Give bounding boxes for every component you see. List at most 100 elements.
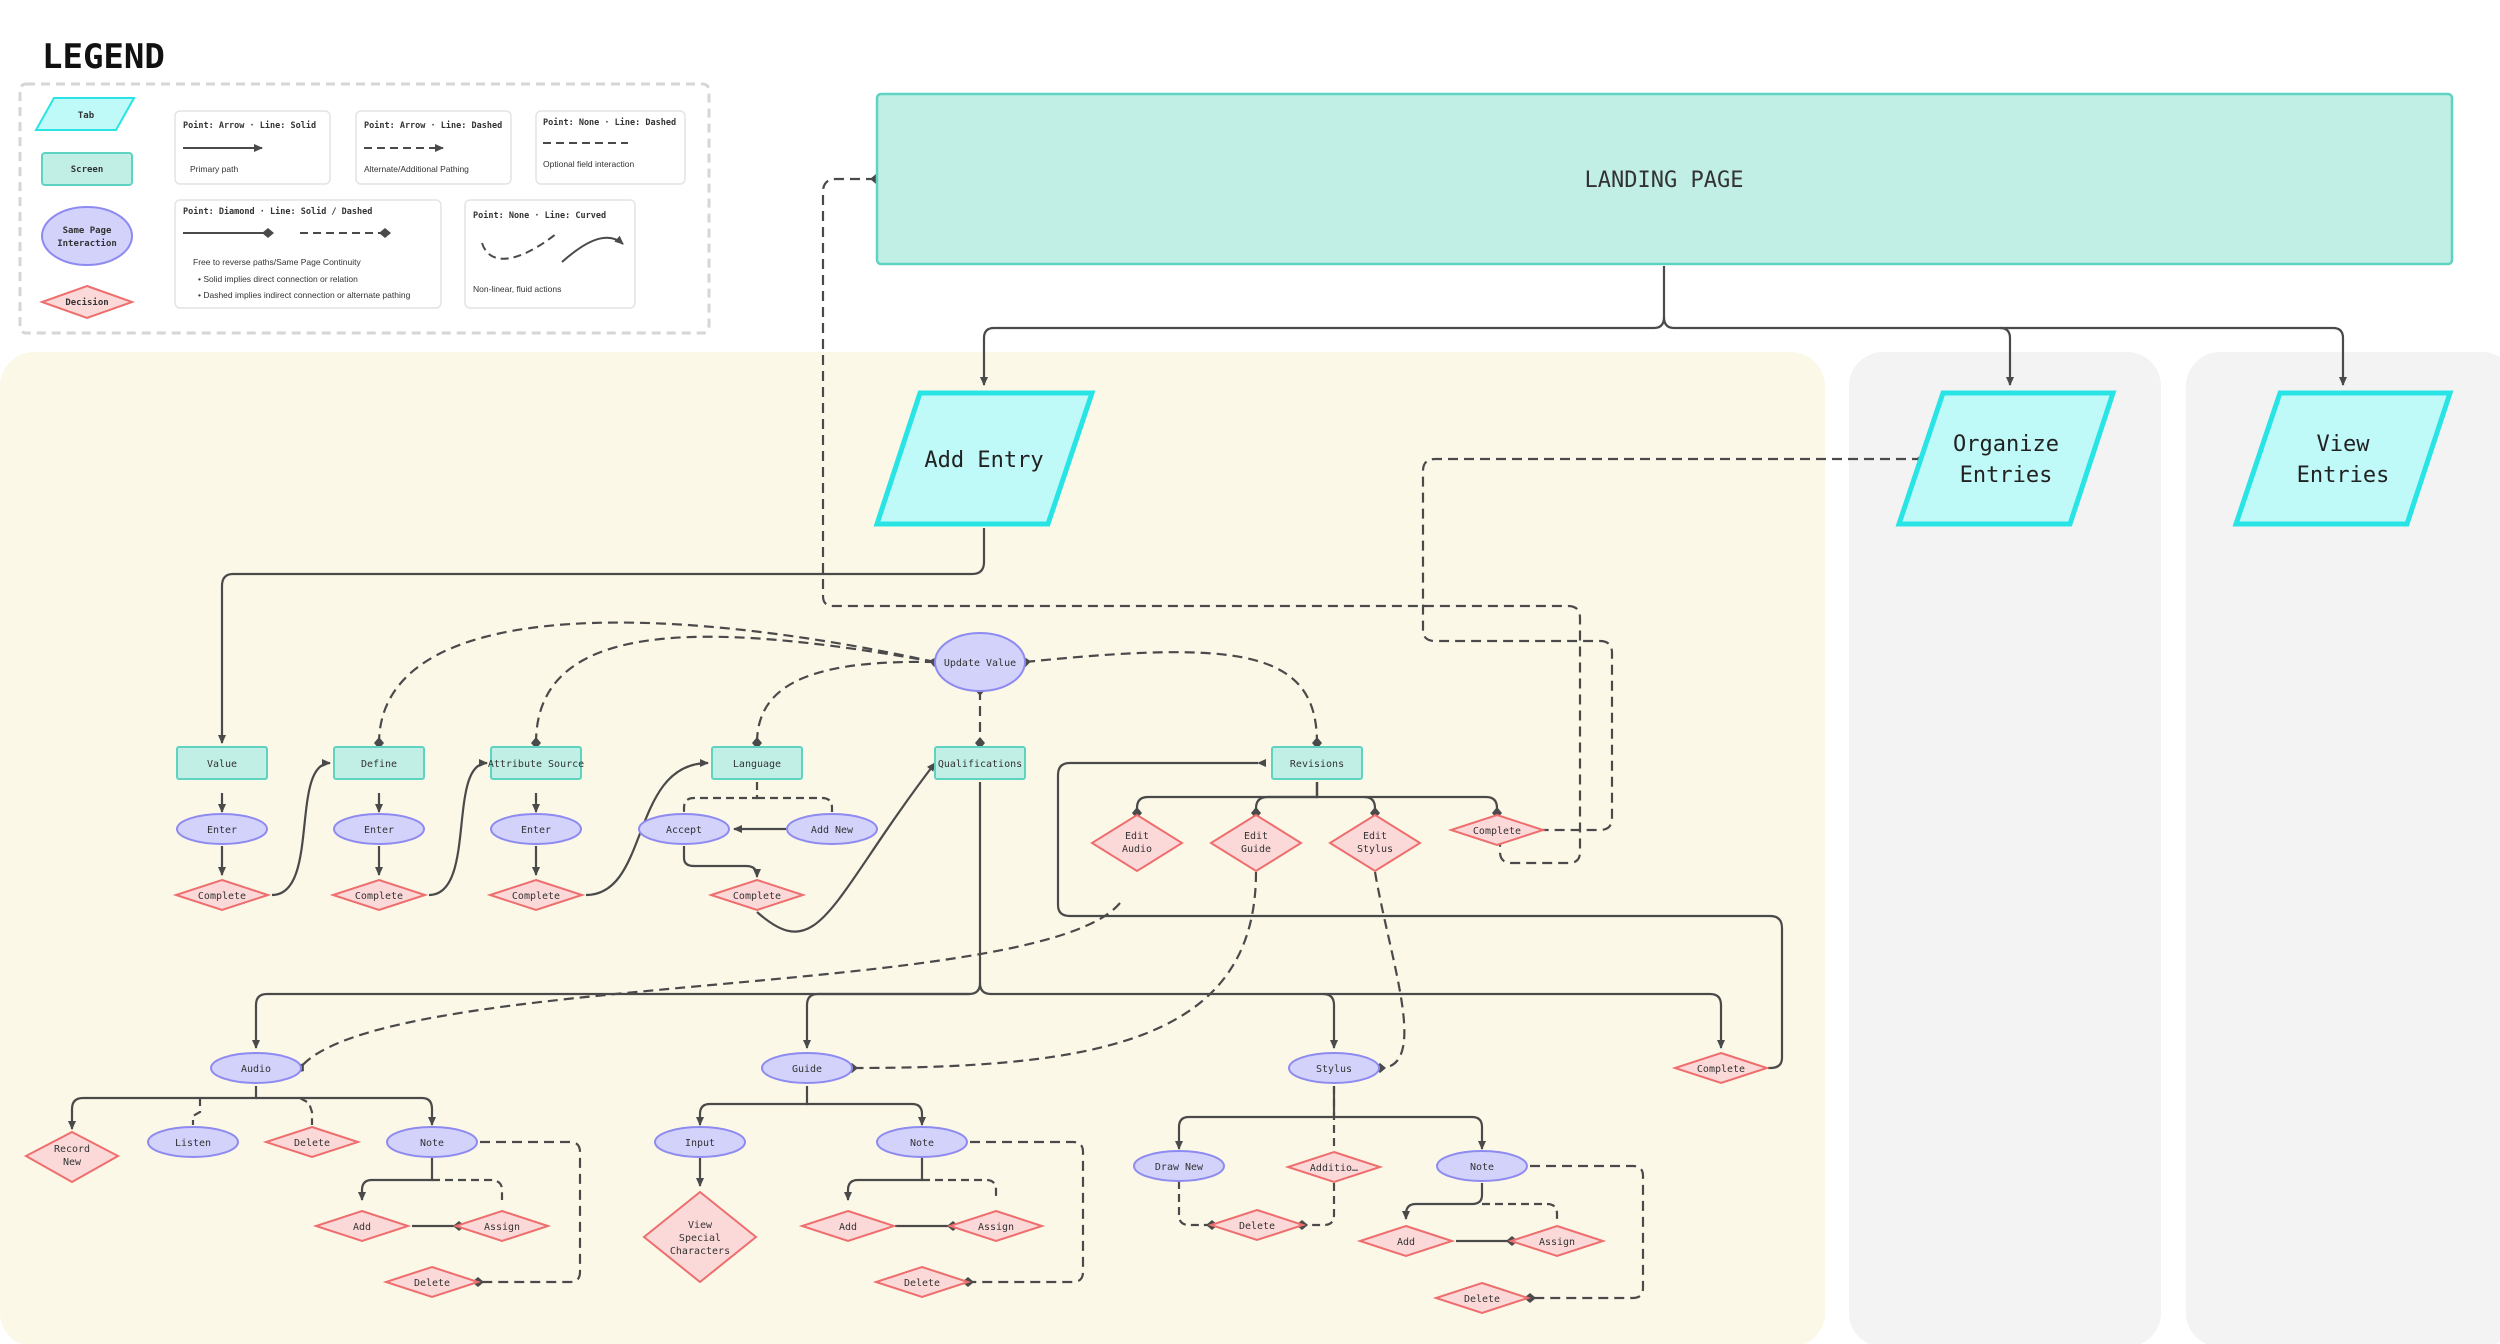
edge-editguide-guide [846, 871, 1258, 1073]
interaction-stylus[interactable]: Stylus [1288, 1052, 1380, 1084]
legend-interaction-label-1: Same Page [63, 226, 112, 236]
screen-define-label: Define [361, 759, 397, 770]
svg-text:Delete: Delete [904, 1278, 940, 1289]
decision-complete-attribute[interactable]: Complete [486, 878, 586, 912]
interaction-note-stylus[interactable]: Note [1436, 1150, 1528, 1182]
interaction-enter-value[interactable]: Enter [176, 813, 268, 845]
landing-page-label: LANDING PAGE [1585, 168, 1744, 193]
interaction-listen[interactable]: Listen [147, 1126, 239, 1158]
edge-note-delete-guide [962, 1140, 1085, 1287]
decision-edit-stylus[interactable]: Edit Stylus [1328, 813, 1422, 873]
svg-text:Add: Add [1397, 1237, 1415, 1248]
screen-value-label: Value [207, 759, 237, 770]
edge-revisions-split [1132, 782, 1319, 819]
svg-text:Non-linear, fluid actions: Non-linear, fluid actions [473, 284, 561, 294]
svg-text:Complete: Complete [355, 891, 403, 902]
svg-text:Audio: Audio [241, 1064, 271, 1075]
svg-text:Delete: Delete [1239, 1221, 1275, 1232]
decision-additional-stylus[interactable]: Additio… [1284, 1150, 1384, 1184]
svg-text:Stylus: Stylus [1357, 844, 1393, 855]
svg-text:Point: Arrow · Line: Solid: Point: Arrow · Line: Solid [183, 120, 316, 131]
svg-text:Note: Note [1470, 1162, 1494, 1173]
interaction-update-value[interactable]: Update Value [934, 632, 1026, 692]
decision-assign-audio[interactable]: Assign [452, 1209, 552, 1243]
decision-complete-qualifications[interactable]: Complete [1671, 1051, 1771, 1085]
edge-update-attr [531, 635, 936, 749]
decision-add-stylus[interactable]: Add [1356, 1224, 1456, 1258]
svg-text:Primary path: Primary path [190, 164, 238, 174]
edge-complete-attrsource [428, 759, 488, 897]
decision-complete-value[interactable]: Complete [172, 878, 272, 912]
decision-edit-audio[interactable]: Edit Audio [1090, 813, 1184, 873]
svg-text:Special: Special [679, 1233, 721, 1244]
svg-text:Edit: Edit [1125, 831, 1149, 842]
decision-delete-note-stylus[interactable]: Delete [1432, 1281, 1532, 1315]
tab-view-entries[interactable]: View Entries [2232, 390, 2454, 527]
interaction-audio[interactable]: Audio [210, 1052, 302, 1084]
edge-update-define [374, 621, 941, 749]
decision-delete-stylus[interactable]: Delete [1207, 1208, 1307, 1242]
svg-text:• Dashed implies indirect conn: • Dashed implies indirect connection or … [198, 290, 411, 300]
edge-language-split [682, 782, 759, 812]
decision-record-new[interactable]: Record New [23, 1130, 121, 1184]
interaction-note-audio[interactable]: Note [386, 1126, 478, 1158]
svg-text:Add New: Add New [811, 825, 854, 836]
edge-loop-to-revisions [1056, 759, 1784, 1070]
svg-text:Record: Record [54, 1144, 90, 1155]
svg-text:Edit: Edit [1363, 831, 1387, 842]
screen-revisions-label: Revisions [1290, 759, 1344, 770]
legend-decision-sample: Decision [39, 284, 135, 320]
decision-delete-note-audio[interactable]: Delete [382, 1265, 482, 1299]
decision-delete-note-guide[interactable]: Delete [872, 1265, 972, 1299]
screen-language-label: Language [733, 759, 781, 770]
tab-organize-label-1: Organize [1953, 432, 2059, 457]
interaction-add-new[interactable]: Add New [786, 813, 878, 845]
interaction-enter-define[interactable]: Enter [333, 813, 425, 845]
interaction-note-guide[interactable]: Note [876, 1126, 968, 1158]
decision-assign-guide[interactable]: Assign [946, 1209, 1046, 1243]
legend-card-curved: Point: None · Line: Curved Non-linear, f… [464, 199, 636, 309]
screen-revisions[interactable]: Revisions [1271, 746, 1363, 780]
decision-edit-guide[interactable]: Edit Guide [1209, 813, 1303, 873]
decision-assign-stylus[interactable]: Assign [1507, 1224, 1607, 1258]
svg-text:Add: Add [353, 1222, 371, 1233]
decision-add-guide[interactable]: Add [798, 1209, 898, 1243]
svg-text:Complete: Complete [1473, 826, 1521, 837]
interaction-accept[interactable]: Accept [638, 813, 730, 845]
landing-page-screen[interactable]: LANDING PAGE [875, 92, 2454, 266]
edge-update-revisions [1019, 651, 1322, 749]
decision-add-audio[interactable]: Add [312, 1209, 412, 1243]
svg-text:View: View [688, 1220, 713, 1231]
edge-note-delete-audio [472, 1140, 582, 1287]
decision-complete-define[interactable]: Complete [329, 878, 429, 912]
svg-text:Stylus: Stylus [1316, 1064, 1352, 1075]
edge-stylus-split [1175, 1086, 1336, 1150]
legend-card-alternate: Point: Arrow · Line: Dashed Alternate/Ad… [355, 110, 512, 185]
svg-text:Edit: Edit [1244, 831, 1268, 842]
interaction-draw-new[interactable]: Draw New [1133, 1150, 1225, 1182]
screen-define[interactable]: Define [333, 746, 425, 780]
interaction-input[interactable]: Input [654, 1126, 746, 1158]
decision-complete-language[interactable]: Complete [707, 878, 807, 912]
svg-text:Guide: Guide [792, 1064, 822, 1075]
edge-audio-split [68, 1086, 258, 1130]
legend-tab-label: Tab [78, 111, 95, 121]
tab-add-entry[interactable]: Add Entry [873, 390, 1096, 527]
legend-screen-sample: Screen [41, 152, 133, 186]
svg-text:Accept: Accept [666, 825, 702, 836]
interaction-guide[interactable]: Guide [761, 1052, 853, 1084]
svg-text:Note: Note [420, 1138, 444, 1149]
interaction-enter-attribute[interactable]: Enter [490, 813, 582, 845]
screen-attribute-source-label: Attribute Source [488, 759, 584, 770]
add-entry-zone [0, 352, 1825, 1344]
screen-qualifications[interactable]: Qualifications [934, 746, 1026, 780]
decision-view-special-characters[interactable]: View Special Characters [642, 1190, 758, 1284]
screen-language[interactable]: Language [711, 746, 803, 780]
screen-value[interactable]: Value [176, 746, 268, 780]
decision-delete-audio[interactable]: Delete [262, 1125, 362, 1159]
tab-organize-entries[interactable]: Organize Entries [1895, 390, 2117, 527]
decision-complete-revisions[interactable]: Complete [1447, 813, 1547, 847]
svg-text:Input: Input [685, 1138, 715, 1149]
screen-attribute-source[interactable]: Attribute Source [488, 746, 584, 780]
